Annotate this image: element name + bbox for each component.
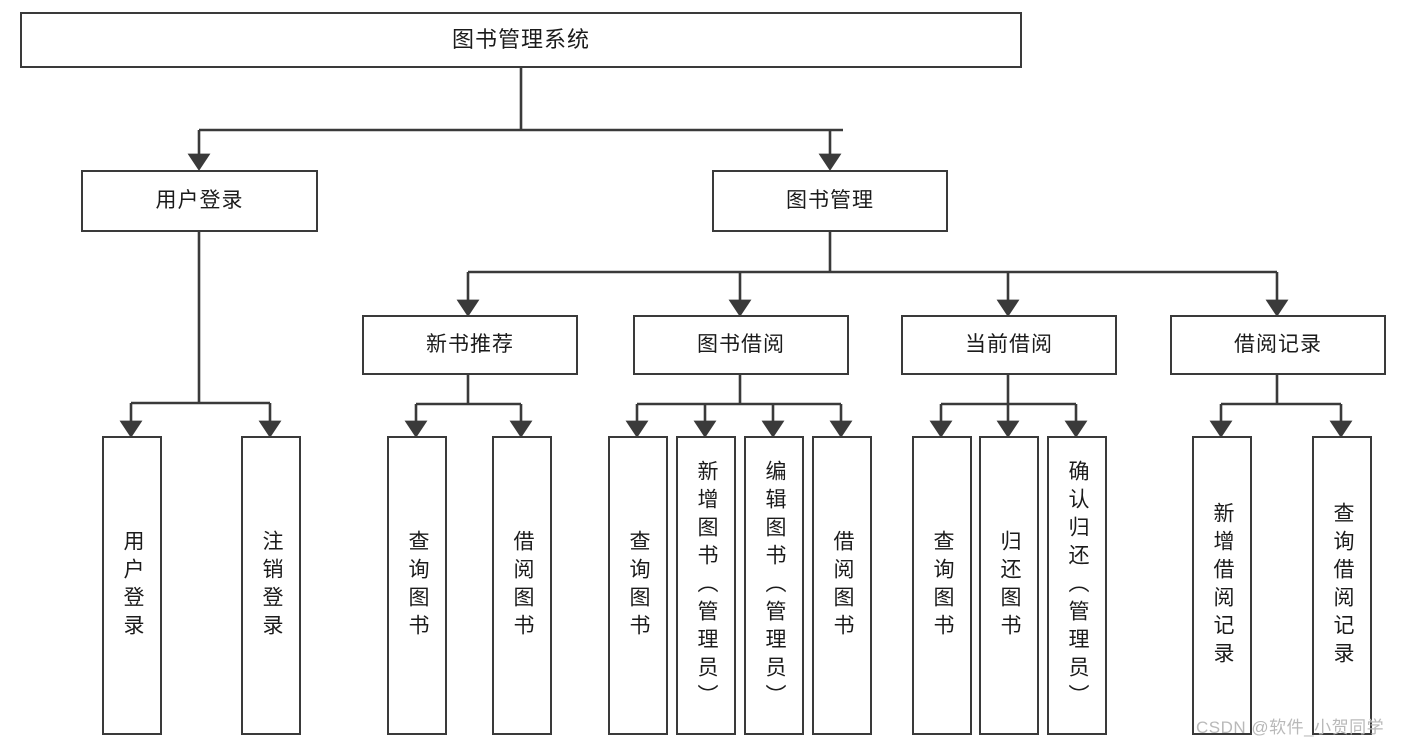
node-book-manage[interactable]: 图书管理 bbox=[712, 170, 948, 232]
node-user-login-label: 用户登录 bbox=[155, 189, 244, 213]
node-new-book-recommend[interactable]: 新书推荐 bbox=[362, 315, 578, 375]
node-leaf-query-book-3-label: 查询图书 bbox=[931, 529, 955, 642]
node-leaf-query-book-1-label: 查询图书 bbox=[406, 529, 430, 642]
node-book-borrow-label: 图书借阅 bbox=[697, 333, 785, 357]
node-leaf-user-login[interactable]: 用户登录 bbox=[102, 436, 162, 735]
node-leaf-query-book-2-label: 查询图书 bbox=[627, 529, 651, 642]
node-root[interactable]: 图书管理系统 bbox=[20, 12, 1022, 68]
watermark: CSDN @软件_小贺同学 bbox=[1196, 713, 1384, 738]
node-borrow-record[interactable]: 借阅记录 bbox=[1170, 315, 1386, 375]
node-leaf-edit-book[interactable]: 编辑图书（管理员） bbox=[744, 436, 804, 735]
watermark-text: CSDN @软件_小贺同学 bbox=[1196, 718, 1385, 737]
node-leaf-user-login-label: 用户登录 bbox=[121, 529, 145, 642]
node-leaf-confirm-return-label: 确认归还（管理员） bbox=[1066, 459, 1090, 712]
node-new-book-recommend-label: 新书推荐 bbox=[426, 333, 514, 357]
node-leaf-borrow-book-2[interactable]: 借阅图书 bbox=[812, 436, 872, 735]
node-leaf-logout-login-label: 注销登录 bbox=[260, 529, 284, 642]
node-leaf-query-book-2[interactable]: 查询图书 bbox=[608, 436, 668, 735]
node-leaf-borrow-book-1[interactable]: 借阅图书 bbox=[492, 436, 552, 735]
node-leaf-return-book-label: 归还图书 bbox=[998, 529, 1022, 642]
node-leaf-confirm-return[interactable]: 确认归还（管理员） bbox=[1047, 436, 1107, 735]
node-leaf-borrow-book-2-label: 借阅图书 bbox=[831, 529, 855, 642]
node-leaf-logout-login[interactable]: 注销登录 bbox=[241, 436, 301, 735]
node-borrow-record-label: 借阅记录 bbox=[1234, 333, 1322, 357]
node-leaf-query-record-label: 查询借阅记录 bbox=[1331, 501, 1355, 670]
node-leaf-add-book[interactable]: 新增图书（管理员） bbox=[676, 436, 736, 735]
node-book-manage-label: 图书管理 bbox=[786, 189, 874, 213]
node-book-borrow[interactable]: 图书借阅 bbox=[633, 315, 849, 375]
node-leaf-borrow-book-1-label: 借阅图书 bbox=[511, 529, 535, 642]
node-user-login[interactable]: 用户登录 bbox=[81, 170, 318, 232]
node-leaf-query-book-1[interactable]: 查询图书 bbox=[387, 436, 447, 735]
node-current-borrow-label: 当前借阅 bbox=[965, 333, 1053, 357]
node-leaf-query-record[interactable]: 查询借阅记录 bbox=[1312, 436, 1372, 735]
node-leaf-query-book-3[interactable]: 查询图书 bbox=[912, 436, 972, 735]
node-leaf-add-record[interactable]: 新增借阅记录 bbox=[1192, 436, 1252, 735]
node-leaf-add-book-label: 新增图书（管理员） bbox=[695, 459, 719, 712]
node-leaf-edit-book-label: 编辑图书（管理员） bbox=[763, 459, 787, 712]
node-leaf-add-record-label: 新增借阅记录 bbox=[1211, 501, 1235, 670]
node-root-label: 图书管理系统 bbox=[451, 26, 590, 52]
node-current-borrow[interactable]: 当前借阅 bbox=[901, 315, 1117, 375]
node-leaf-return-book[interactable]: 归还图书 bbox=[979, 436, 1039, 735]
